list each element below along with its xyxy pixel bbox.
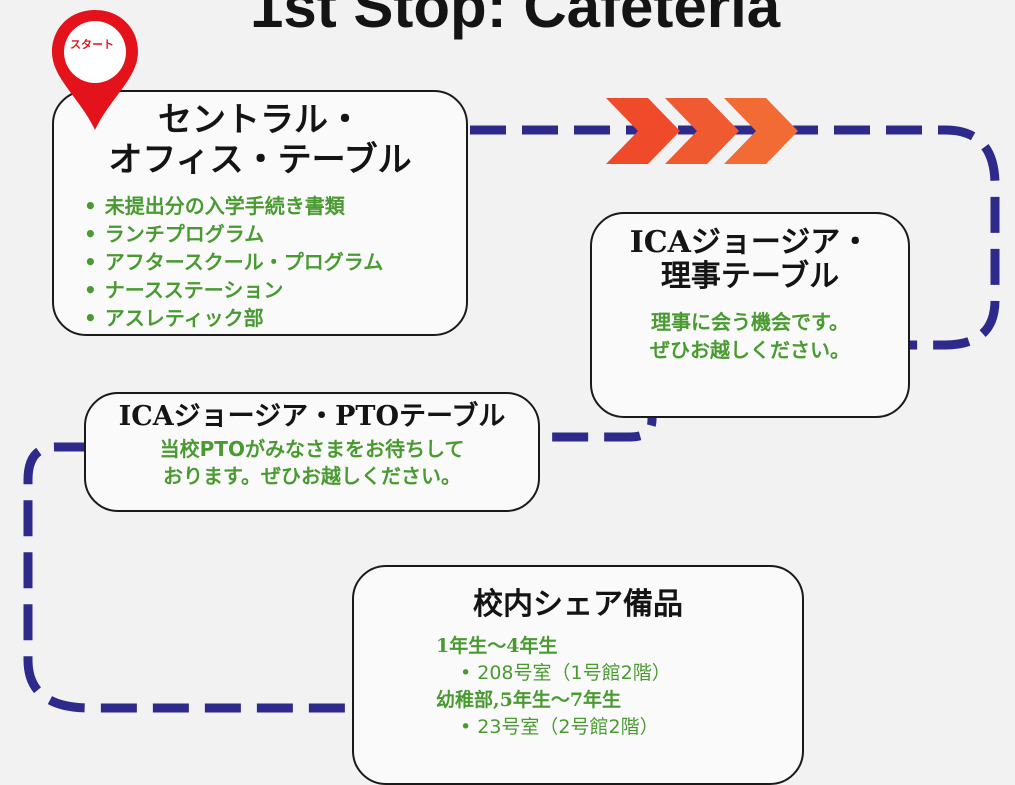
central-item-list: 未提出分の入学手続き書類 ランチプログラム アフタースクール・プログラム ナース…	[84, 192, 466, 332]
list-item: アフタースクール・プログラム	[84, 248, 466, 276]
group1-heading: 1年生〜4年生	[436, 635, 558, 657]
chevron-arrows-icon	[606, 98, 798, 164]
pto-card: ICAジョージア・PTOテーブル 当校PTOがみなさまをお待ちして おります。ぜ…	[84, 392, 540, 512]
map-pin-icon	[52, 10, 138, 130]
pto-body-line1: 当校PTOがみなさまをお待ちして	[159, 437, 465, 461]
central-title-line2: オフィス・テーブル	[108, 140, 412, 180]
page-title: 1st Stop: Cafeteria	[250, 0, 781, 40]
supplies-card: 校内シェア備品 1年生〜4年生 • 208号室（1号館2階） 幼稚部,5年生〜7…	[352, 565, 804, 785]
supplies-title: 校内シェア備品	[473, 587, 683, 622]
list-item: ランチプログラム	[84, 220, 466, 248]
board-title-line2: 理事テーブル	[660, 259, 840, 294]
list-item: ナースステーション	[84, 276, 466, 304]
board-body-line1: 理事に会う機会です。	[651, 310, 849, 334]
start-pin-label: スタート	[70, 38, 114, 51]
group2-heading: 幼稚部,5年生〜7年生	[436, 689, 622, 711]
list-item: 未提出分の入学手続き書類	[84, 192, 466, 220]
board-card: ICAジョージア・ 理事テーブル 理事に会う機会です。 ぜひお越しください。	[590, 212, 910, 418]
group1-item: 208号室（1号館2階）	[477, 662, 671, 684]
board-body-line2: ぜひお越しください。	[650, 338, 850, 362]
dashed-route	[470, 125, 1000, 350]
central-office-card: セントラル・ オフィス・テーブル 未提出分の入学手続き書類 ランチプログラム ア…	[52, 90, 468, 336]
pto-title: ICAジョージア・PTOテーブル	[118, 401, 506, 432]
group2-item: 23号室（2号館2階）	[477, 716, 659, 738]
board-title-line1: ICAジョージア・	[629, 225, 871, 260]
list-item: アスレティック部	[84, 304, 466, 332]
dashed-route-3	[23, 442, 345, 713]
central-title-line1: セントラル・	[158, 100, 362, 140]
pto-body-line2: おります。ぜひお越しください。	[163, 464, 461, 488]
